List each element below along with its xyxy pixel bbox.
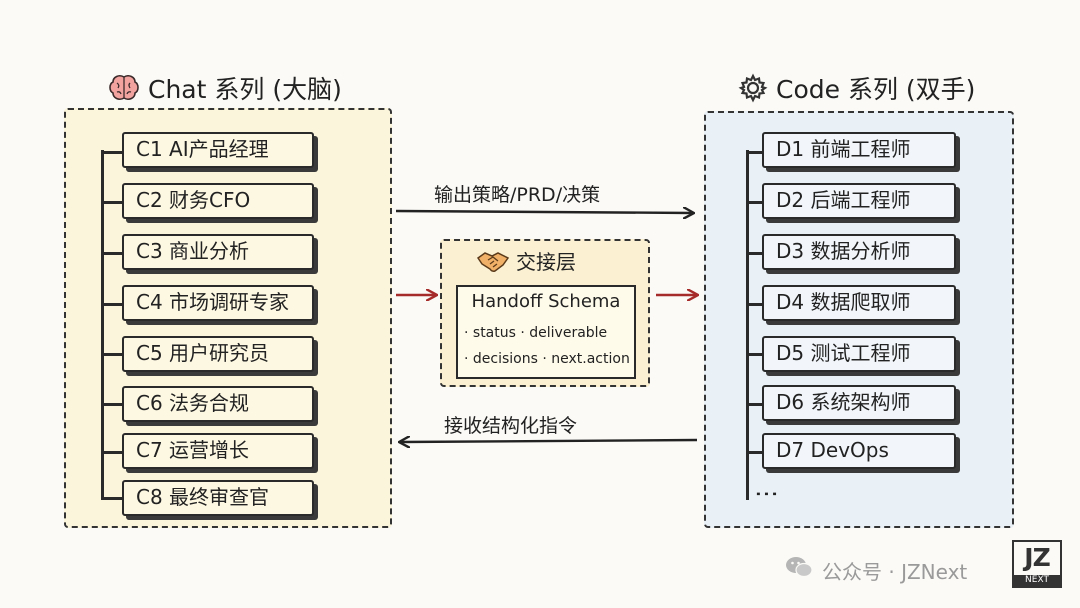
code-branch [746,353,762,356]
logo-sub-text: NEXT [1014,575,1060,586]
code-role-d6: D6 系统架构师 [762,385,956,421]
code-role-d1: D1 前端工程师 [762,132,956,168]
code-branch [746,303,762,306]
chat-branch [101,403,122,406]
chat-branch [101,303,122,306]
chat-role-c8: C8 最终审查官 [122,480,314,516]
chat-branch [101,353,122,356]
chat-role-c6: C6 法务合规 [122,386,314,422]
chat-role-c1: C1 AI产品经理 [122,132,314,168]
chat-role-c5: C5 用户研究员 [122,336,314,372]
code-role-d7: D7 DevOps [762,433,956,469]
chat-branch [101,451,122,454]
output-arrow-label: 输出策略/PRD/决策 [434,184,601,206]
handshake-icon [476,251,510,272]
chat-group-title: Chat 系列 (大脑) [108,70,342,106]
code-role-d2: D2 后端工程师 [762,183,956,219]
gear-icon [738,73,768,103]
code-group-title: Code 系列 (双手) [738,70,975,106]
watermark-text: 公众号 · JZNext [822,560,968,584]
code-branch [746,151,762,154]
receive-arrow-label: 接收结构化指令 [444,415,578,437]
code-tree-trunk [746,150,749,500]
code-role-d5: D5 测试工程师 [762,336,956,372]
chat-branch [101,252,122,255]
output-arrow [395,211,693,213]
receive-arrow [400,440,698,442]
handoff-title: 交接层 [476,246,576,275]
chat-branch [101,497,122,500]
code-title-text: Code 系列 (双手) [776,75,976,104]
chat-role-c3: C3 商业分析 [122,234,314,270]
chat-role-c7: C7 运营增长 [122,433,314,469]
chat-role-c2: C2 财务CFO [122,183,314,219]
code-branch [746,403,762,406]
code-branch [746,451,762,454]
handoff-title-text: 交接层 [516,250,576,274]
logo-text: JZ [1024,543,1050,572]
wechat-icon [784,554,814,584]
chat-branch [101,201,122,204]
brain-icon [109,75,139,100]
jznext-logo: JZ NEXT [1012,540,1062,588]
code-branch [746,201,762,204]
chat-title-text: Chat 系列 (大脑) [148,75,342,104]
schema-line-1: · status · deliverable [464,325,608,341]
chat-branch [101,151,122,154]
chat-tree-trunk [101,150,104,498]
code-branch [746,252,762,255]
schema-title: Handoff Schema [471,291,621,312]
code-role-d4: D4 数据爬取师 [762,285,956,321]
schema-line-2: · decisions · next.action [464,351,630,367]
handoff-schema-card: Handoff Schema · status · deliverable · … [456,285,636,379]
code-role-d3: D3 数据分析师 [762,234,956,270]
chat-role-c4: C4 市场调研专家 [122,285,314,321]
